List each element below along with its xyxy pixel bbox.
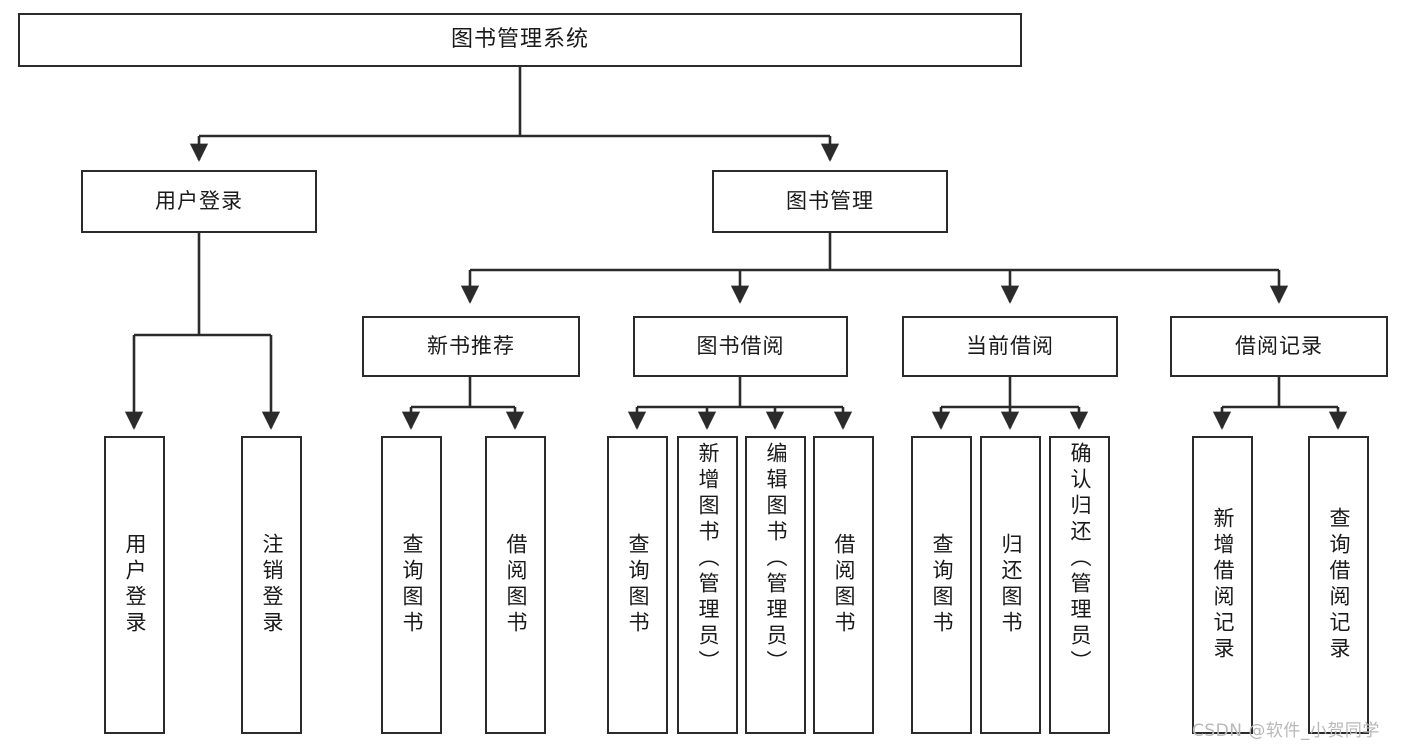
leaf-current-confirm-return-admin[interactable]: 确认归还（管理员） [1049, 436, 1110, 734]
node-new-book-recommend[interactable]: 新书推荐 [362, 316, 580, 377]
leaf-record-add-record[interactable]: 新增借阅记录 [1192, 436, 1253, 734]
leaf-borrow-query-book[interactable]: 查询图书 [607, 436, 668, 734]
node-label: 查询图书 [400, 533, 424, 637]
node-book-borrow[interactable]: 图书借阅 [633, 316, 848, 377]
node-label: 归还图书 [999, 533, 1023, 637]
node-borrow-record[interactable]: 借阅记录 [1170, 316, 1388, 377]
leaf-user-logout[interactable]: 注销登录 [241, 436, 302, 734]
leaf-borrow-edit-book-admin[interactable]: 编辑图书（管理员） [745, 436, 806, 734]
leaf-current-return-book[interactable]: 归还图书 [980, 436, 1041, 734]
node-label: 查询图书 [626, 533, 650, 637]
node-label: 确认归还（管理员） [1068, 442, 1092, 676]
leaf-borrow-add-book-admin[interactable]: 新增图书（管理员） [677, 436, 738, 734]
node-label: 图书管理 [786, 189, 874, 214]
node-label: 借阅图书 [832, 533, 856, 637]
node-label: 当前借阅 [966, 334, 1054, 359]
node-label: 借阅记录 [1235, 334, 1323, 359]
leaf-user-login[interactable]: 用户登录 [104, 436, 165, 734]
node-label: 用户登录 [123, 533, 147, 637]
node-label: 新增图书（管理员） [696, 442, 720, 676]
node-label: 新书推荐 [427, 334, 515, 359]
node-user-login[interactable]: 用户登录 [81, 170, 317, 233]
node-book-management[interactable]: 图书管理 [712, 170, 948, 233]
leaf-borrow-borrow-book[interactable]: 借阅图书 [813, 436, 874, 734]
leaf-recommend-borrow-book[interactable]: 借阅图书 [485, 436, 546, 734]
node-label: 用户登录 [155, 189, 243, 214]
node-label: 图书管理系统 [450, 27, 589, 53]
node-label: 新增借阅记录 [1211, 507, 1235, 663]
node-label: 编辑图书（管理员） [764, 442, 788, 676]
node-label: 借阅图书 [504, 533, 528, 637]
leaf-recommend-query-book[interactable]: 查询图书 [381, 436, 442, 734]
leaf-record-query-record[interactable]: 查询借阅记录 [1308, 436, 1369, 734]
node-label: 图书借阅 [696, 334, 785, 359]
node-label: 查询借阅记录 [1327, 507, 1351, 663]
node-root-system[interactable]: 图书管理系统 [18, 13, 1022, 67]
leaf-current-query-book[interactable]: 查询图书 [911, 436, 972, 734]
node-label: 查询图书 [930, 533, 954, 637]
node-current-borrow[interactable]: 当前借阅 [902, 316, 1118, 377]
watermark-text: CSDN @软件_小贺同学 [1192, 721, 1380, 741]
node-label: 注销登录 [260, 533, 284, 637]
